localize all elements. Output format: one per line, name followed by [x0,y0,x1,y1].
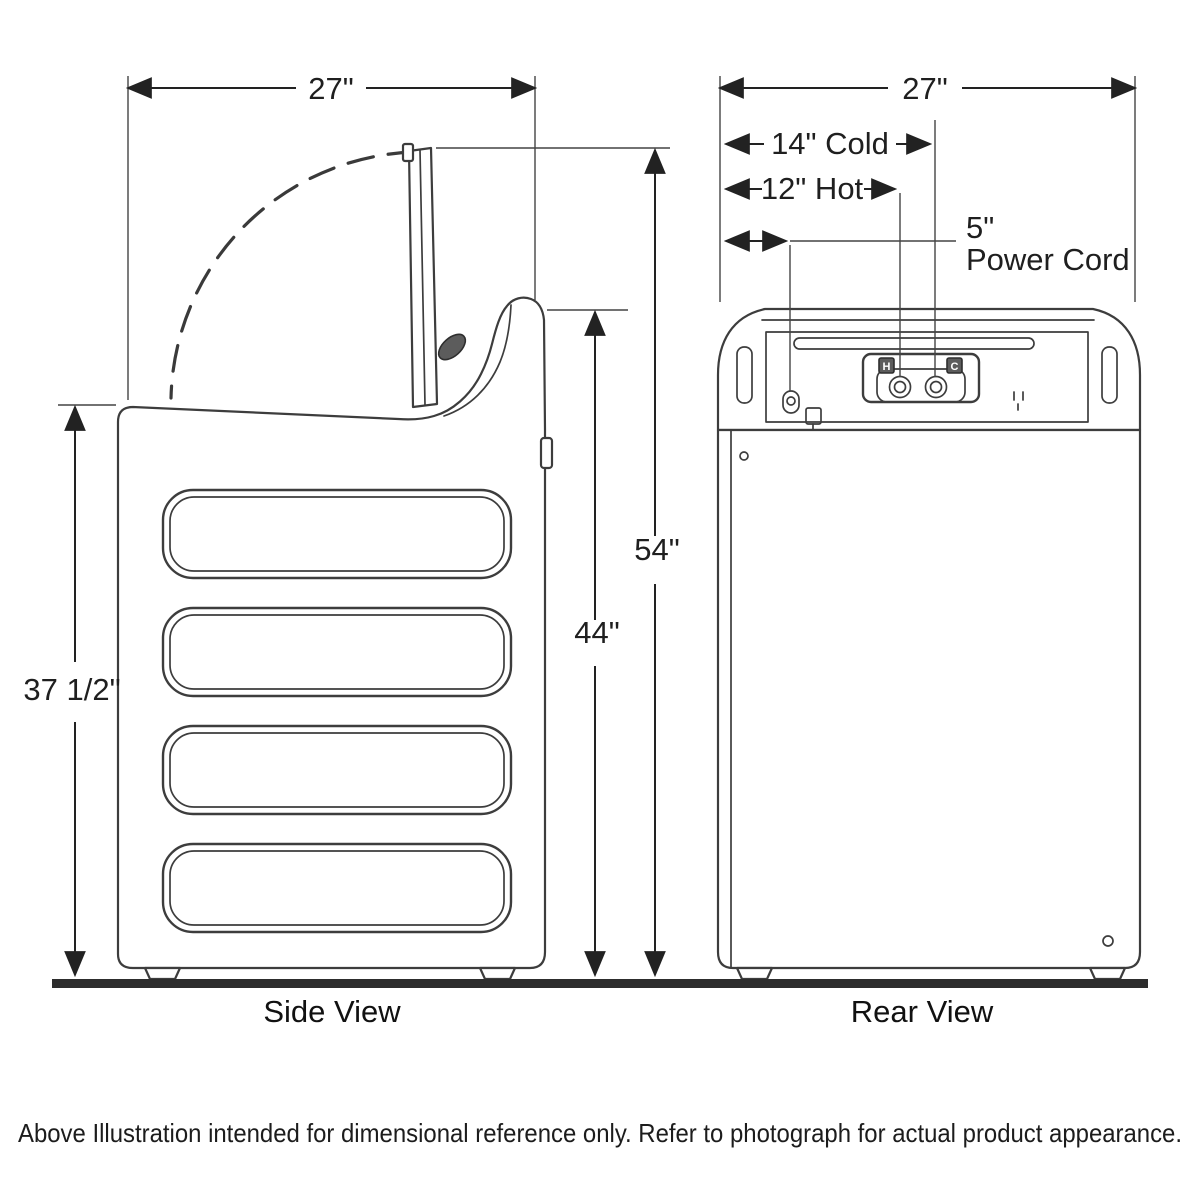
foot [478,966,517,981]
power-cord-grommet [782,390,822,436]
foot [735,966,774,981]
side-view-label: Side View [263,994,401,1029]
cold-dimension: 14" Cold [723,120,936,377]
control-knob [437,333,467,361]
hot-label: 12" Hot [761,171,864,206]
cold-valve [924,375,948,399]
hot-dimension: 12" Hot [723,171,901,377]
console-face-line [443,304,512,417]
rear-body [716,428,1142,970]
small-vent-ticks [1013,391,1024,411]
right-bracket [1101,346,1118,404]
open-lid [401,142,439,409]
disclaimer-caption: Above Illustration intended for dimensio… [18,1118,1182,1148]
side-open-height-dimension: 54" [436,147,680,978]
rear-width-dimension: 27" [717,71,1138,302]
side-width-label: 27" [308,71,354,106]
side-width-dimension: 27" [125,71,538,400]
rear-view-label: Rear View [851,994,994,1029]
power-cord-label: Power Cord [966,242,1130,277]
power-length-label: 5" [966,210,994,245]
rear-view-drawing: H C [716,71,1142,981]
side-body [116,296,547,970]
vent-strip [793,337,1035,350]
rear-screw [739,451,749,461]
water-connection-recess: H C [861,352,981,404]
left-bracket [736,346,753,404]
foot [1088,966,1127,981]
cold-label: 14" Cold [771,126,889,161]
lid-swing-arc [169,150,416,400]
foot [143,966,182,981]
side-view-drawing: 27" 37 1/2" 44" 54" [23,71,680,981]
side-closed-height-dimension: 44" [547,309,628,978]
side-body-height-dimension: 37 1/2" [23,404,121,978]
side-body-height-label: 37 1/2" [23,672,120,707]
rear-back-panel [765,331,1089,423]
hot-marker-label: H [883,361,891,373]
cold-marker-label: C [951,361,959,373]
power-cord-dimension: 5" Power Cord [723,210,1130,391]
rear-width-label: 27" [902,71,948,106]
drain-plug [1102,935,1114,947]
side-open-height-label: 54" [634,532,680,567]
side-closed-height-label: 44" [574,615,620,650]
ground-line [52,979,1148,988]
lid-handle [401,142,415,163]
hinge-tab [539,436,554,470]
side-panel-slots [161,488,513,934]
